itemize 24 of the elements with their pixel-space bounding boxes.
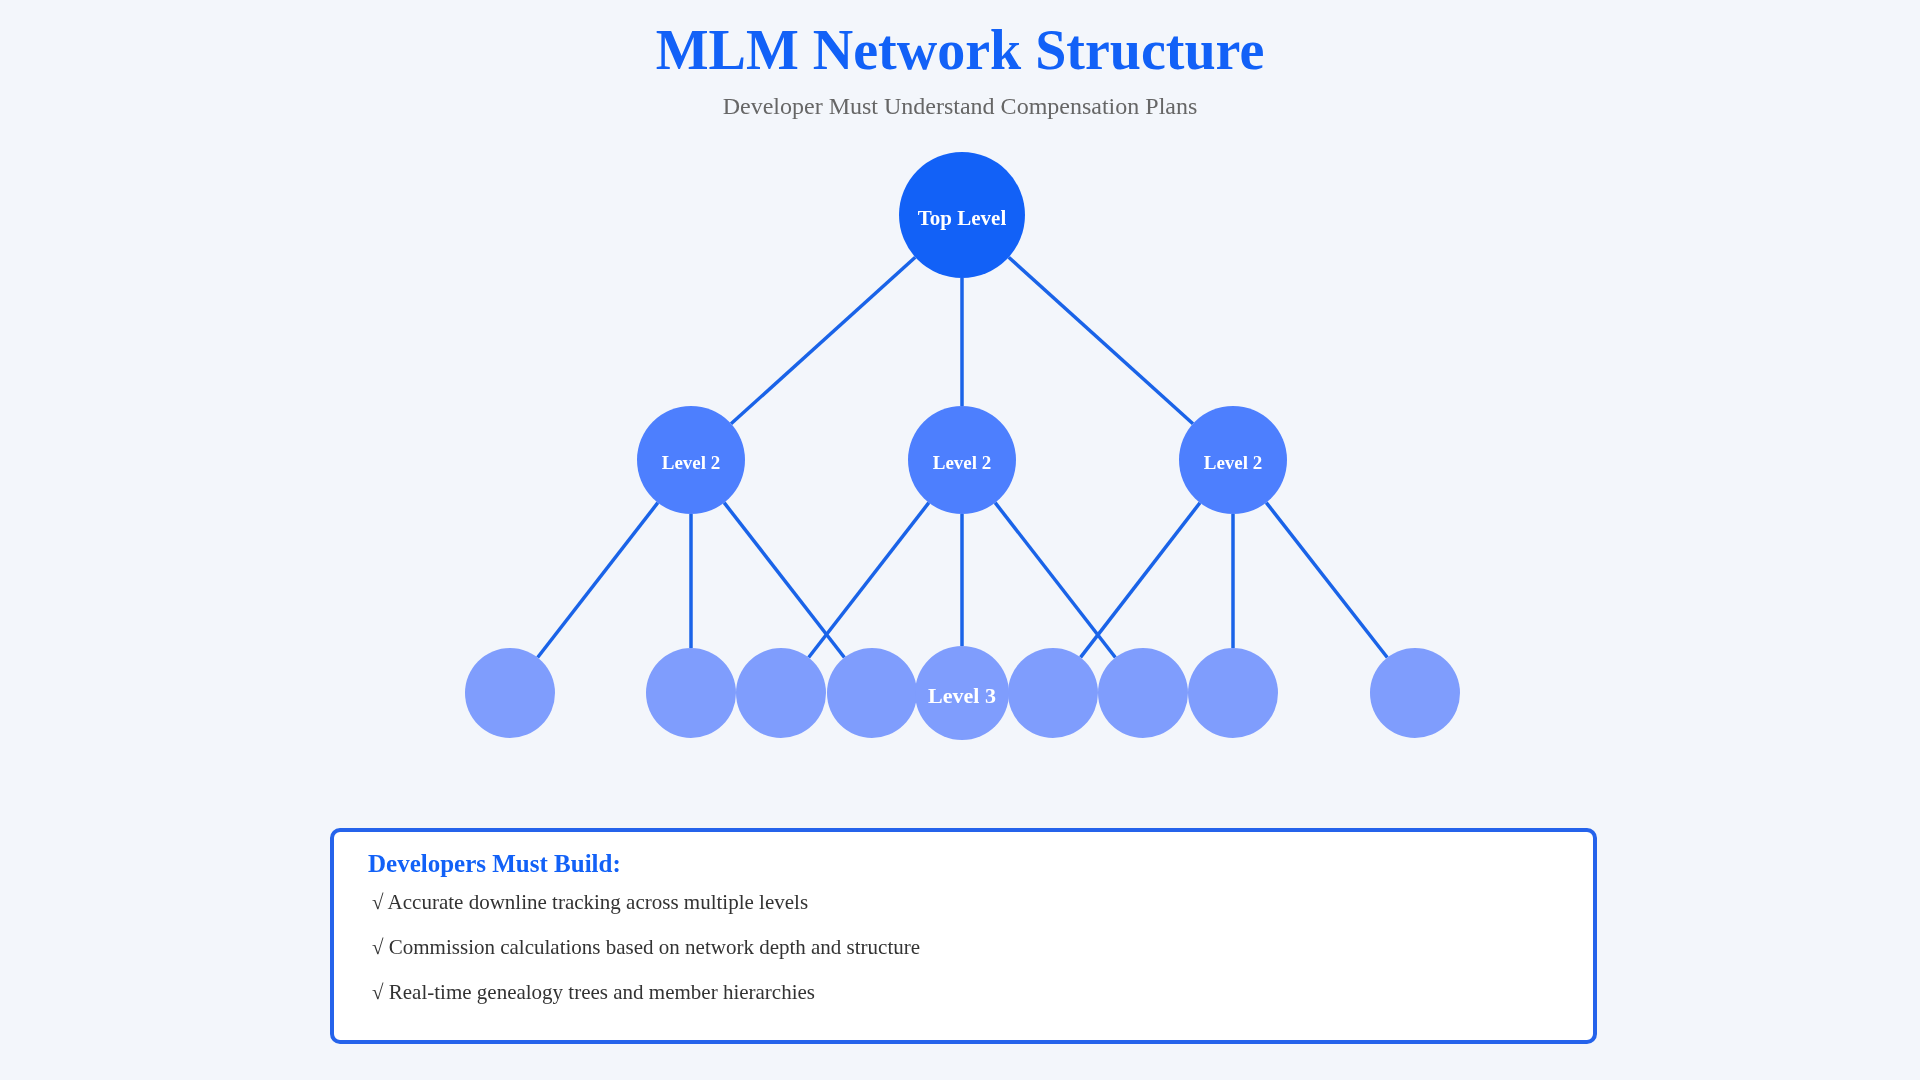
info-panel [330,828,1597,1044]
checklist-item: √ Commission calculations based on network depth and structure [372,935,921,960]
connector-line [960,278,964,406]
connector-line [1007,255,1195,426]
connector-line [960,514,964,646]
node-label: Level 2 [932,452,992,474]
node-label: Level 2 [661,452,721,474]
connector-line [1079,501,1202,659]
connector-line [993,501,1117,659]
checklist-item: √ Real-time genealogy trees and member hierarchies [372,980,815,1005]
node-label: Level 2 [1203,452,1263,474]
subtitle: Developer Must Understand Compensation Plans [721,93,1199,120]
connector-line [689,514,693,648]
connector-line [722,501,846,659]
connector-line [1231,514,1235,648]
node-label: Top Level [917,205,1007,231]
panel-heading: Developers Must Build: [368,850,621,878]
connector-line [729,255,917,426]
connector-line [536,501,660,659]
connector-line [807,501,931,659]
node-label: Level 3 [928,683,996,709]
connector-line [1264,501,1389,659]
title: MLM Network Structure [654,18,1266,82]
checklist-item: √ Accurate downline tracking across multiple levels [372,890,809,915]
